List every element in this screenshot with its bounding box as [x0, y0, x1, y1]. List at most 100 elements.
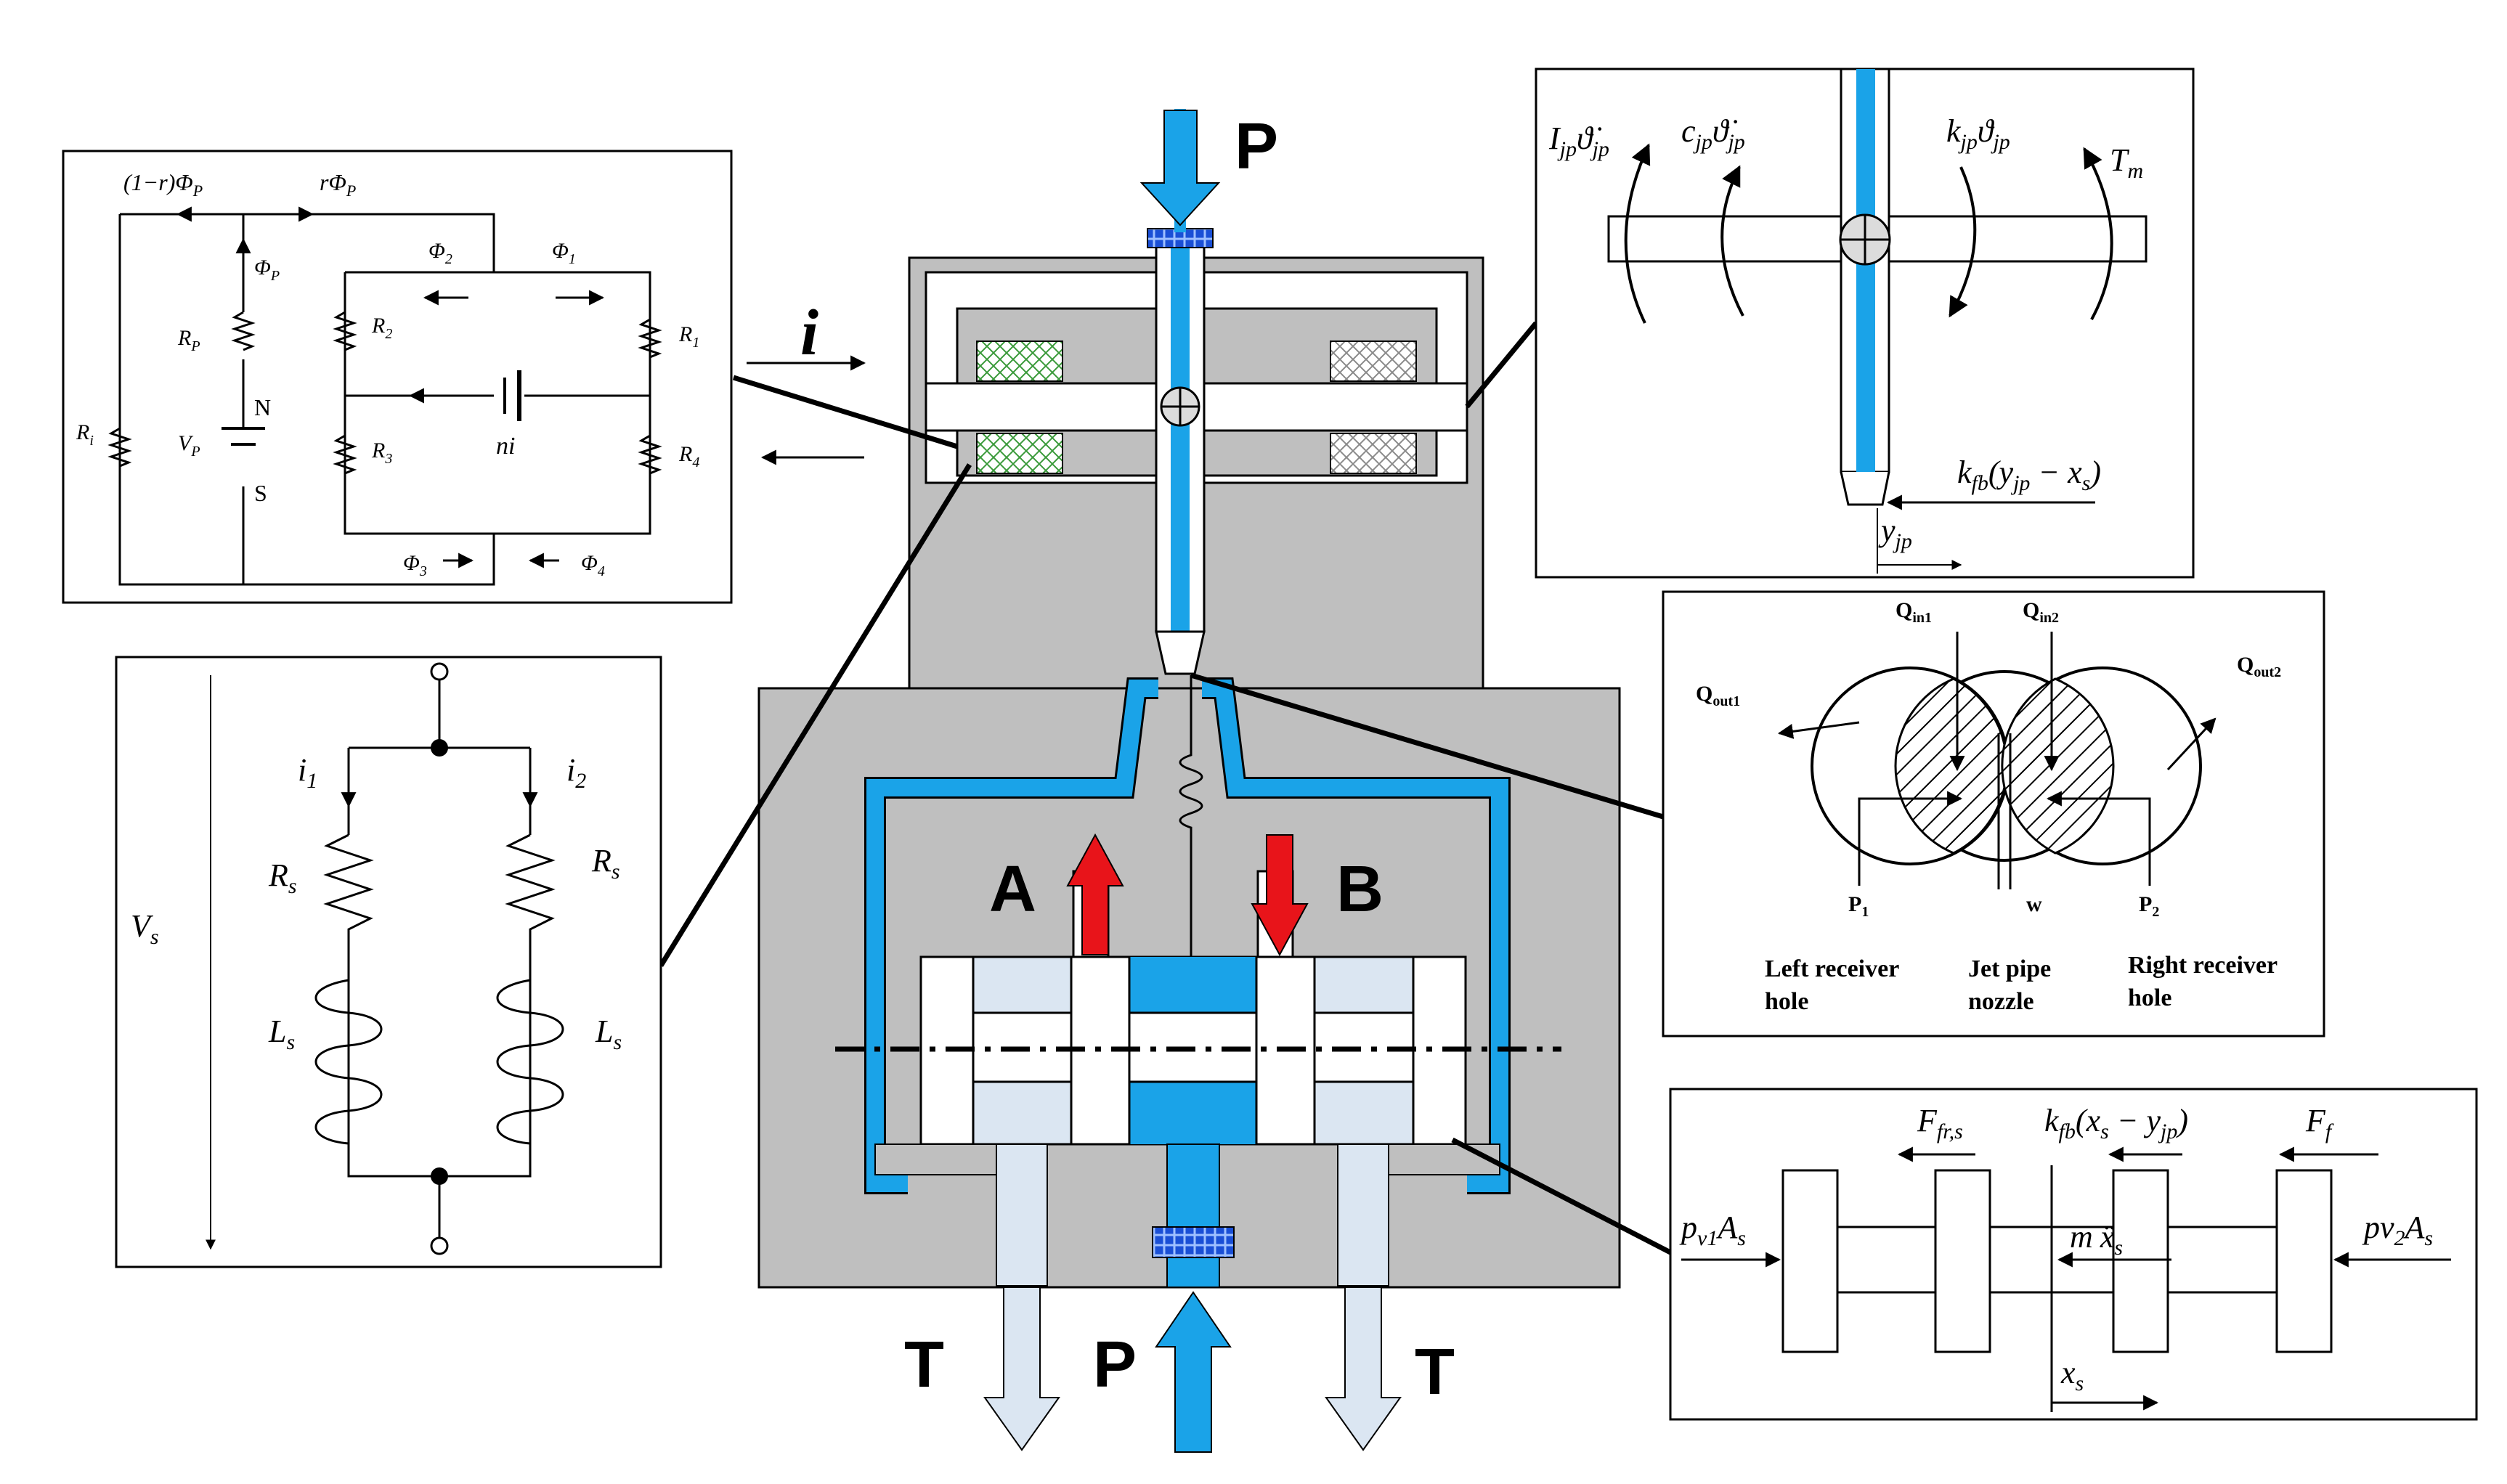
- jet-pipe-dynamics-panel: Ijpϑ̇jp cjpϑ̇jp kjpϑjp Tm kfb(yjp − xs) …: [1535, 68, 2195, 579]
- resistor-rp: [231, 311, 256, 351]
- svg-text:Φ1: Φ1: [552, 239, 576, 267]
- coil-circuit-panel: Vs i1 i2 Rs Rs Ls Ls: [115, 656, 662, 1268]
- resistor-rs-left: [323, 833, 374, 980]
- resistor-r3: [333, 434, 357, 475]
- svg-text:i2: i2: [566, 752, 586, 793]
- supply-filter-bottom: [1152, 1226, 1235, 1258]
- resistor-r4: [638, 434, 662, 475]
- spool-land-detail-2: [1934, 1169, 1991, 1353]
- feedback-spring: [1179, 675, 1203, 1013]
- receiver-panel: Qin1 Qin2 Qout1 Qout2 P1 P2 w Left recei…: [1662, 590, 2325, 1037]
- leader-receiver: [1190, 672, 1665, 820]
- svg-text:kfb(xs − yjp): kfb(xs − yjp): [2044, 1103, 2188, 1143]
- svg-text:Ri: Ri: [76, 420, 94, 449]
- svg-text:N: N: [254, 394, 271, 420]
- coil-right-bottom: [1330, 433, 1417, 474]
- svg-text:Jet pipe: Jet pipe: [1968, 955, 2051, 982]
- leader-jet-pipe: [1465, 321, 1538, 409]
- port-a-label: A: [989, 853, 1036, 926]
- svg-text:P1: P1: [1848, 892, 1869, 920]
- port-b-label: B: [1336, 853, 1383, 926]
- svg-text:nozzle: nozzle: [1968, 988, 2034, 1015]
- supply-port-bottom: [1166, 1143, 1220, 1288]
- svg-text:Rs: Rs: [591, 843, 620, 884]
- svg-text:Qin2: Qin2: [2023, 598, 2059, 626]
- svg-text:R3: R3: [371, 439, 392, 467]
- coil-left-bottom: [976, 433, 1063, 474]
- leader-coil: [659, 463, 972, 967]
- end-cap-right: [1388, 1143, 1500, 1175]
- svg-text:Rs: Rs: [268, 857, 297, 898]
- spool-land-detail-3: [2112, 1169, 2169, 1353]
- leader-magnetic: [732, 375, 959, 449]
- svg-text:pv1As: pv1As: [1679, 1210, 1746, 1250]
- svg-text:ΦP: ΦP: [254, 256, 280, 284]
- svg-text:yjp: yjp: [1878, 513, 1912, 553]
- resistor-r2: [333, 311, 357, 351]
- svg-text:hole: hole: [1765, 988, 1808, 1015]
- svg-text:Left receiver: Left receiver: [1765, 955, 1899, 982]
- inductor-ls-right: [496, 979, 564, 1145]
- flow-arrow-b: [1251, 834, 1309, 957]
- svg-text:Ffr,s: Ffr,s: [1917, 1103, 1963, 1143]
- svg-text:Ls: Ls: [595, 1014, 622, 1054]
- spool-rod-detail: [1836, 1226, 2278, 1294]
- svg-text:VP: VP: [178, 431, 200, 460]
- port-t-right-label: T: [1415, 1336, 1455, 1408]
- leader-spool: [1451, 1137, 1672, 1255]
- supply-arrow-top: [1139, 110, 1221, 227]
- svg-text:Φ2: Φ2: [428, 239, 452, 267]
- svg-text:pv2As: pv2As: [2362, 1210, 2433, 1250]
- leader-lines: [659, 321, 1672, 1255]
- svg-text:Ls: Ls: [268, 1014, 295, 1054]
- resistor-ri: [107, 427, 132, 468]
- svg-text:Φ3: Φ3: [403, 551, 427, 579]
- flow-arrow-a: [1066, 833, 1124, 955]
- svg-text:ni: ni: [496, 433, 515, 460]
- resistor-r1: [638, 318, 662, 359]
- svg-text:R1: R1: [678, 322, 699, 351]
- svg-text:Φ4: Φ4: [581, 551, 605, 579]
- end-cap-left: [874, 1143, 997, 1175]
- svg-text:(1−r)ΦP: (1−r)ΦP: [123, 169, 203, 200]
- resistor-rs-right: [505, 833, 556, 980]
- port-p-bottom-label: P: [1093, 1329, 1137, 1401]
- svg-text:Qout2: Qout2: [2237, 653, 2281, 680]
- svg-text:R2: R2: [371, 314, 392, 342]
- spool-land-detail-1: [1781, 1169, 1839, 1353]
- return-port-left: [996, 1143, 1048, 1287]
- return-arrow-right: [1325, 1287, 1402, 1451]
- svg-text:rΦP: rΦP: [320, 169, 356, 200]
- svg-text:Tm: Tm: [2110, 142, 2143, 183]
- svg-text:Vs: Vs: [131, 908, 159, 949]
- svg-text:Qout1: Qout1: [1696, 682, 1740, 709]
- jet-pipe-bore: [1171, 236, 1190, 632]
- svg-text:xs: xs: [2060, 1355, 2084, 1395]
- coil-source-ni: [503, 370, 521, 421]
- spool-center-channel: [1129, 1082, 1256, 1144]
- inductor-ls-left: [314, 979, 383, 1145]
- return-port-right: [1337, 1143, 1389, 1287]
- svg-text:mẍs: mẍs: [2070, 1219, 2123, 1260]
- port-p-top-label: P: [1235, 110, 1278, 183]
- current-input-label: i: [800, 297, 818, 369]
- svg-text:kjpϑjp: kjpϑjp: [1946, 113, 2010, 154]
- supply-arrow-bottom: [1155, 1291, 1232, 1453]
- servo-valve-body: P P T T A B i: [747, 109, 1621, 1453]
- return-arrow-left: [983, 1287, 1060, 1451]
- svg-text:Right receiver: Right receiver: [2128, 952, 2278, 979]
- svg-text:Qin1: Qin1: [1896, 598, 1932, 626]
- svg-text:RP: RP: [177, 326, 200, 354]
- svg-text:P2: P2: [2139, 892, 2159, 920]
- magnetic-circuit-panel: (1−r)ΦP rΦP ΦP Φ2 Φ1 Φ3 Φ4 RP Ri VP R2 R…: [62, 150, 733, 604]
- svg-text:kfb(yjp − xs): kfb(yjp − xs): [1957, 454, 2101, 495]
- jet-pipe-nozzle: [1155, 630, 1206, 675]
- coil-left-top: [976, 341, 1063, 382]
- spool-land-detail-4: [2275, 1169, 2333, 1353]
- svg-text:hole: hole: [2128, 984, 2171, 1011]
- svg-text:w: w: [2026, 892, 2042, 916]
- svg-text:S: S: [254, 480, 267, 506]
- port-t-left-label: T: [904, 1329, 944, 1401]
